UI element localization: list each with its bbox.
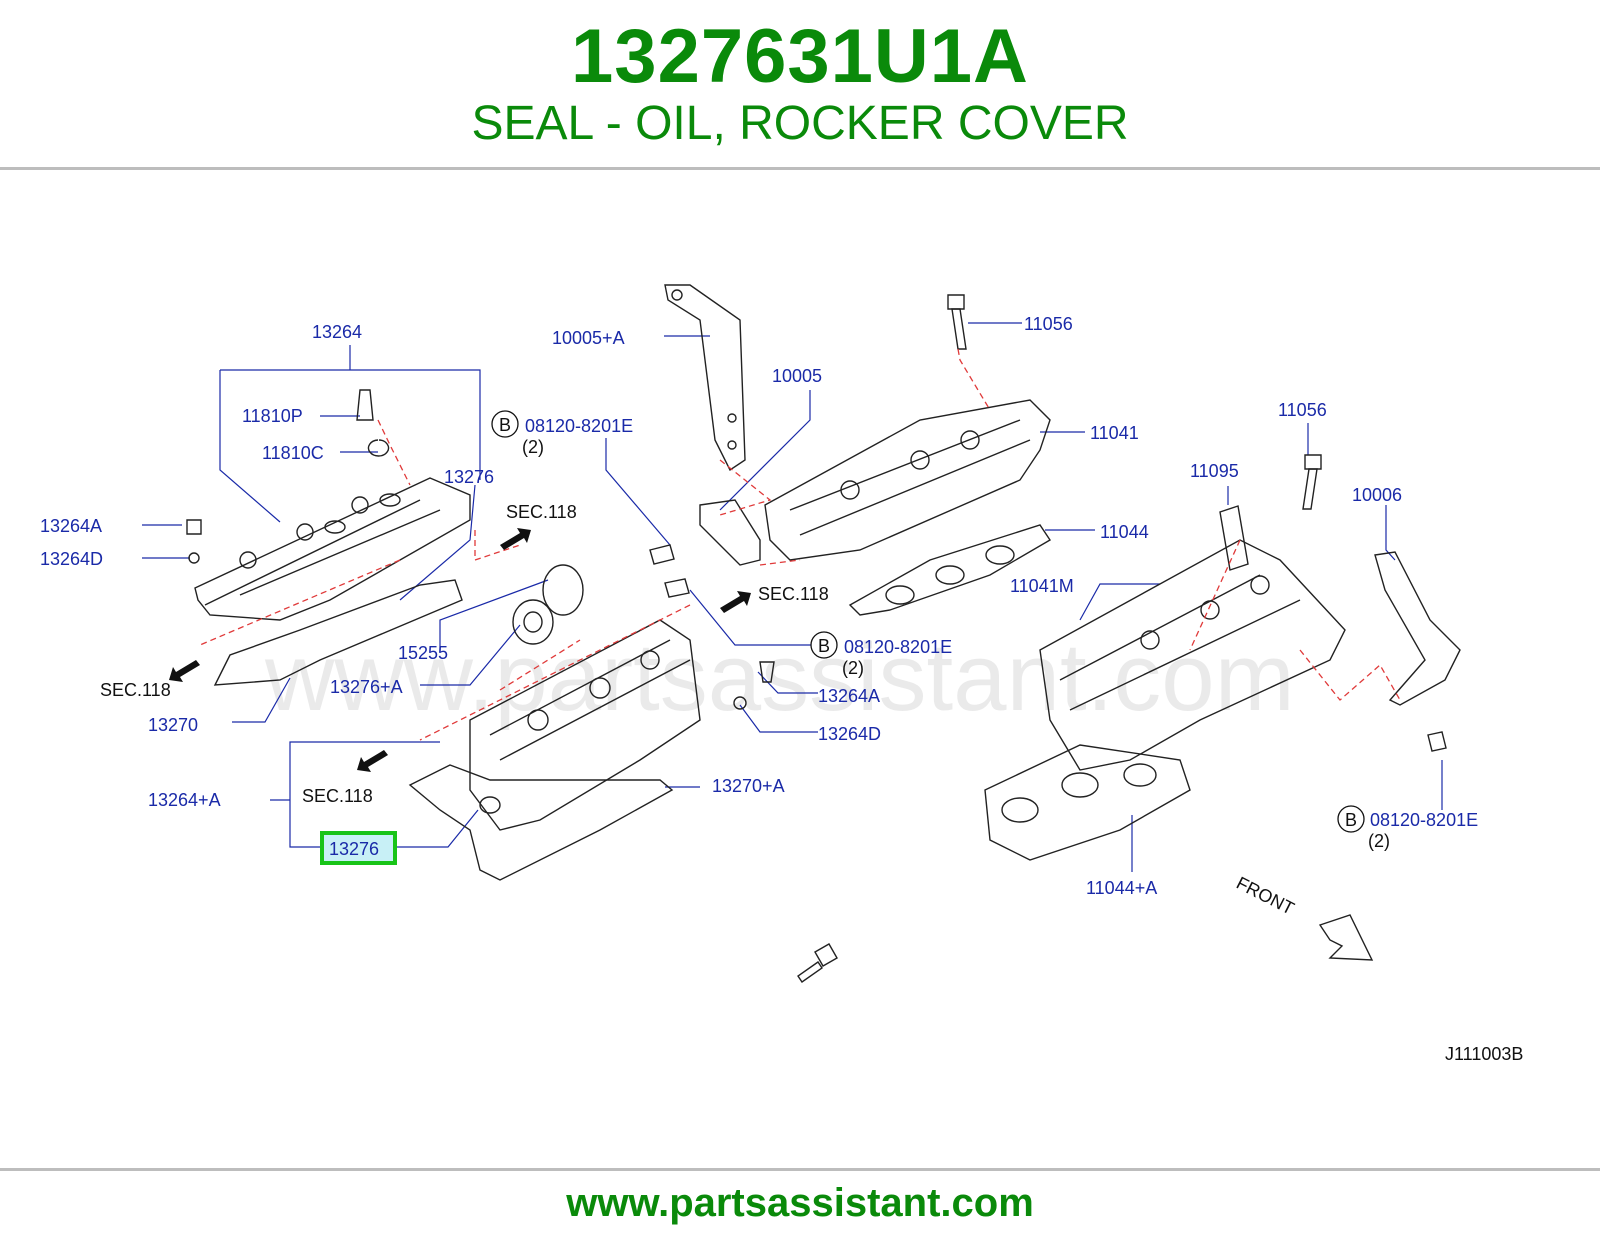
footer-divider bbox=[0, 1168, 1600, 1171]
callout-13276a[interactable]: 13276+A bbox=[330, 677, 403, 697]
bolt-marker-3: B bbox=[1345, 810, 1357, 830]
bolt-marker-1: B bbox=[499, 415, 511, 435]
callout-13264a-mid[interactable]: 13264A bbox=[818, 686, 880, 706]
sec-118-label-4[interactable]: SEC.118 bbox=[302, 786, 373, 806]
callout-11810c[interactable]: 11810C bbox=[262, 443, 324, 463]
section-arrows bbox=[169, 528, 751, 772]
part-outlines bbox=[186, 284, 1461, 983]
front-label: FRONT bbox=[1233, 873, 1297, 919]
callout-15255[interactable]: 15255 bbox=[398, 643, 448, 663]
callout-10005a[interactable]: 10005+A bbox=[552, 328, 625, 348]
alignment-lines bbox=[199, 348, 1401, 741]
callout-13264-plus-a[interactable]: 13264+A bbox=[148, 790, 221, 810]
callout-13264[interactable]: 13264 bbox=[312, 322, 362, 342]
callout-11056-top[interactable]: 11056 bbox=[1024, 314, 1073, 334]
callout-10005[interactable]: 10005 bbox=[772, 366, 822, 386]
callout-13276-top[interactable]: 13276 bbox=[444, 467, 494, 487]
callout-11095[interactable]: 11095 bbox=[1190, 461, 1239, 481]
sec-118-label-2[interactable]: SEC.118 bbox=[100, 680, 171, 700]
callout-11044a[interactable]: 11044+A bbox=[1086, 878, 1157, 898]
quantity-3: (2) bbox=[1368, 831, 1390, 851]
diagram-code: J111003B bbox=[1445, 1044, 1523, 1064]
quantity-2: (2) bbox=[842, 658, 864, 678]
sec-118-label-3[interactable]: SEC.118 bbox=[758, 584, 829, 604]
footer-website-link[interactable]: www.partsassistant.com bbox=[566, 1181, 1034, 1225]
callout-13276-highlighted[interactable]: 13276 bbox=[329, 839, 379, 859]
callout-11056-right[interactable]: 11056 bbox=[1278, 400, 1327, 420]
callout-11041[interactable]: 11041 bbox=[1090, 423, 1139, 443]
callout-11810p[interactable]: 11810P bbox=[242, 406, 303, 426]
callout-11044[interactable]: 11044 bbox=[1100, 522, 1149, 542]
sec-118-label-1[interactable]: SEC.118 bbox=[506, 502, 577, 522]
part-number-title: 1327631U1A bbox=[571, 14, 1029, 99]
leader-lines bbox=[142, 322, 1443, 872]
bolt-markers bbox=[491, 410, 1365, 833]
part-description: SEAL - OIL, ROCKER COVER bbox=[471, 97, 1129, 150]
header-divider bbox=[0, 167, 1600, 170]
quantity-1: (2) bbox=[522, 437, 544, 457]
callout-11041m[interactable]: 11041M bbox=[1010, 576, 1074, 596]
callout-08120-8201e-2[interactable]: 08120-8201E bbox=[844, 637, 952, 657]
callout-13270[interactable]: 13270 bbox=[148, 715, 198, 735]
callout-08120-8201e-3[interactable]: 08120-8201E bbox=[1370, 810, 1478, 830]
bolt-marker-2: B bbox=[818, 636, 830, 656]
callout-13270a[interactable]: 13270+A bbox=[712, 776, 785, 796]
callout-13264d-left[interactable]: 13264D bbox=[40, 549, 103, 569]
callout-08120-8201e-1[interactable]: 08120-8201E bbox=[525, 416, 633, 436]
watermark-text: www.partsassistant.com bbox=[264, 624, 1295, 731]
callout-10006[interactable]: 10006 bbox=[1352, 485, 1402, 505]
page-header: 1327631U1A SEAL - OIL, ROCKER COVER bbox=[0, 0, 1600, 170]
callout-13264d-mid[interactable]: 13264D bbox=[818, 724, 881, 744]
exploded-parts-diagram: www.partsassistant.com bbox=[40, 284, 1523, 1064]
highlighted-part-box bbox=[320, 831, 397, 865]
callout-13264a-left[interactable]: 13264A bbox=[40, 516, 102, 536]
